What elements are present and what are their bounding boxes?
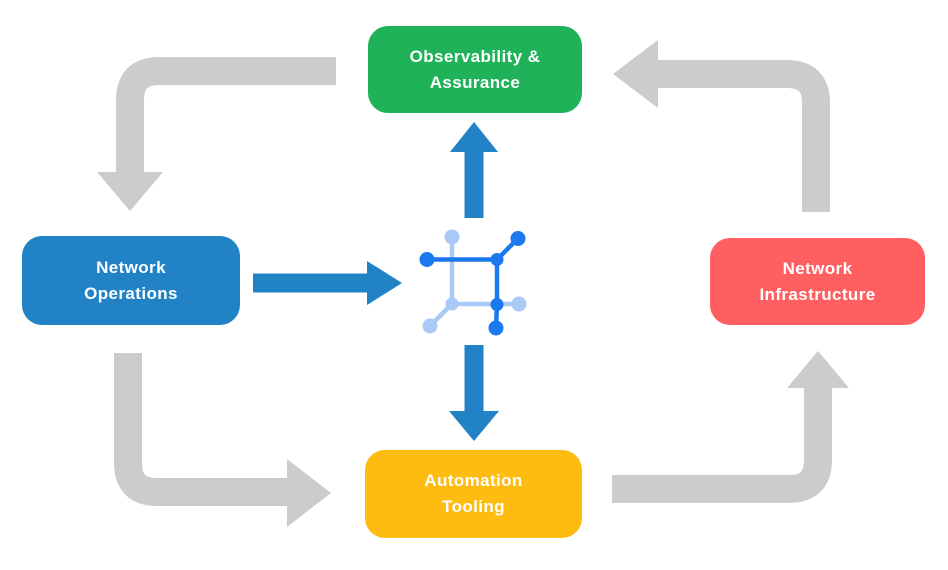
network-mesh-icon-light-nodes bbox=[422, 229, 527, 334]
node-automation-tooling: Automation Tooling bbox=[365, 450, 582, 538]
node-network-infrastructure: Network Infrastructure bbox=[710, 238, 925, 325]
arrow-infrastructure-to-observability bbox=[613, 40, 830, 212]
node-label-line: Operations bbox=[84, 283, 178, 303]
node-label-line: Observability & bbox=[409, 46, 541, 66]
arrow-observability-to-operations bbox=[97, 57, 336, 211]
node-label-line: Assurance bbox=[429, 72, 521, 92]
node-label-line: Network bbox=[96, 257, 166, 277]
arrow-operations-to-automation bbox=[114, 353, 331, 527]
node-observability-assurance: Observability & Assurance bbox=[368, 26, 582, 113]
node-label-line: Network bbox=[782, 258, 853, 278]
arrow-icon-to-automation bbox=[449, 345, 499, 441]
arrow-icon-to-observability bbox=[450, 122, 498, 218]
network-mesh-icon bbox=[419, 229, 527, 336]
node-label-line: Automation bbox=[424, 471, 523, 490]
node-network-operations: Network Operations bbox=[22, 236, 240, 325]
arrow-operations-to-icon bbox=[253, 261, 402, 305]
network-mesh-icon-dark-nodes bbox=[419, 231, 526, 336]
arrow-automation-to-infrastructure bbox=[612, 351, 849, 503]
node-label-line: Tooling bbox=[442, 497, 505, 516]
node-label-line: Infrastructure bbox=[759, 284, 876, 304]
